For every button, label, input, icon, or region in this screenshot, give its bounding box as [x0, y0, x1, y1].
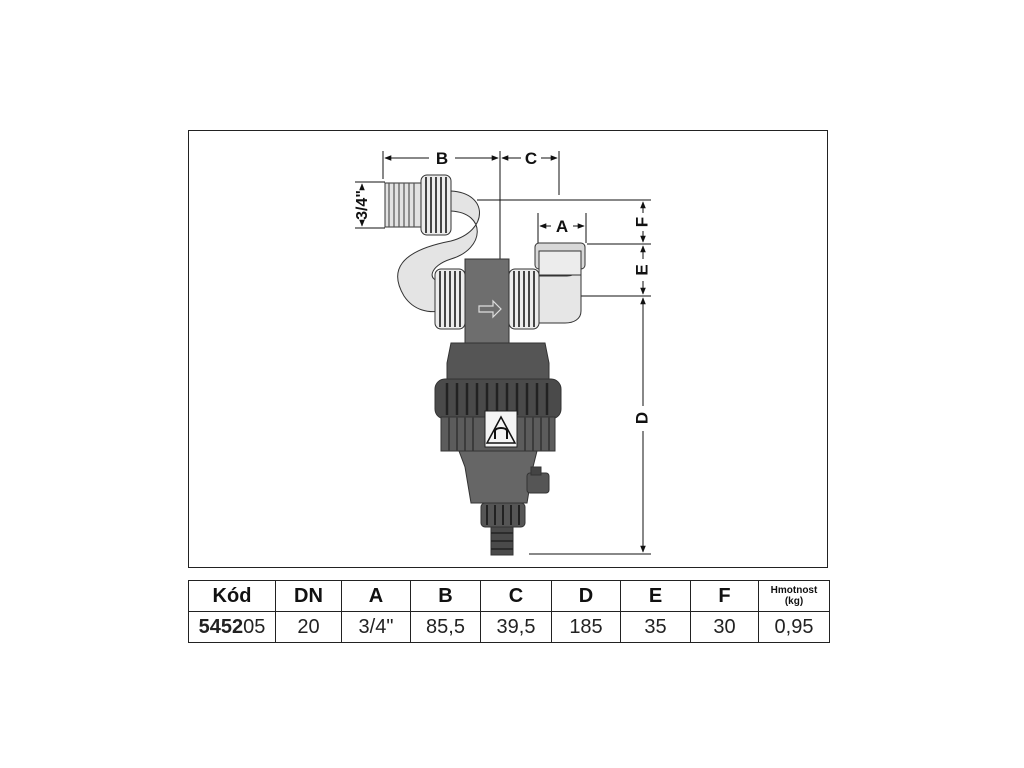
header-dn: DN: [275, 580, 342, 612]
cell-code-suffix: 05: [243, 615, 266, 638]
dim-label-c: C: [525, 149, 537, 168]
header-weight: Hmotnost (kg): [758, 580, 830, 612]
header-f: F: [690, 580, 759, 612]
header-d: D: [551, 580, 621, 612]
dimension-thread: 3/4": [354, 181, 385, 229]
cell-code: 545205: [188, 611, 276, 643]
cell-e: 35: [620, 611, 691, 643]
cell-dn: 20: [275, 611, 342, 643]
cell-b: 85,5: [410, 611, 481, 643]
dim-label-f: F: [632, 217, 651, 227]
cell-f: 30: [690, 611, 759, 643]
dim-label-e: E: [632, 264, 651, 275]
cell-code-bold: 5452: [198, 615, 244, 638]
dimension-b: B: [382, 149, 501, 259]
spec-table: Kód DN A B C D E F Hmotnost (kg) 545205 …: [188, 580, 830, 643]
cell-a: 3/4": [341, 611, 411, 643]
drawing-frame: B C A F: [188, 130, 828, 568]
header-c: C: [480, 580, 552, 612]
cell-c: 39,5: [480, 611, 552, 643]
table-header-row: Kód DN A B C D E F Hmotnost (kg): [188, 580, 830, 612]
dim-label-d: D: [632, 412, 651, 424]
technical-drawing: B C A F: [354, 149, 651, 556]
dimension-c: C: [501, 149, 560, 195]
header-code: Kód: [188, 580, 276, 612]
cell-weight: 0,95: [758, 611, 830, 643]
dimension-a: A: [537, 213, 587, 243]
header-b: B: [410, 580, 481, 612]
header-e: E: [620, 580, 691, 612]
dim-label-b: B: [436, 149, 448, 168]
header-a: A: [341, 580, 411, 612]
dirt-separator-illustration: [384, 174, 586, 556]
table-row: 545205 20 3/4" 85,5 39,5 185 35 30 0,95: [188, 611, 830, 643]
dim-label-a: A: [556, 217, 568, 236]
header-weight-line2: (kg): [784, 596, 804, 607]
cell-d: 185: [551, 611, 621, 643]
dim-label-thread: 3/4": [354, 190, 371, 220]
header-weight-line1: Hmotnost: [770, 585, 818, 596]
dimension-vertical: F E D: [477, 199, 651, 555]
